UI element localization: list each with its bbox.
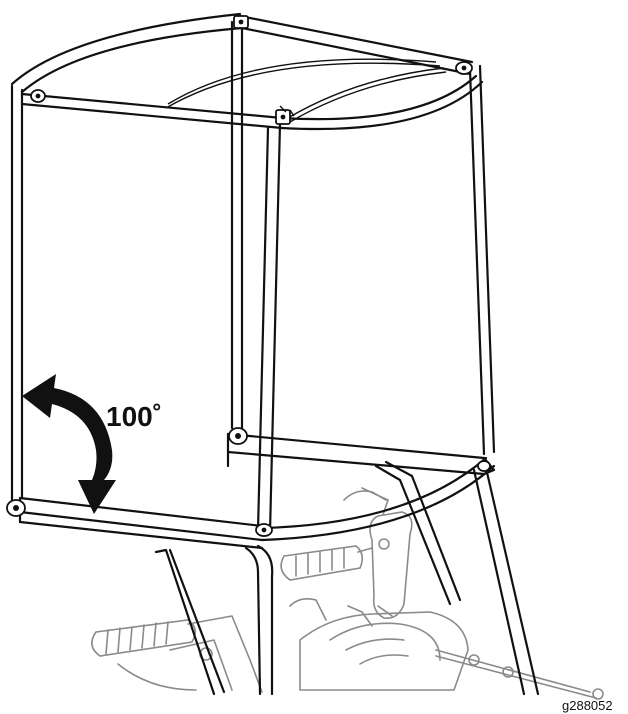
bolt-top-right — [455, 61, 473, 75]
bolt-near-lower — [255, 523, 273, 537]
bolt-right-lower — [477, 460, 491, 472]
figure-id-label: g288052 — [562, 698, 613, 713]
left-handle-grip — [91, 619, 196, 657]
bolt-top-near — [275, 105, 295, 125]
left-handle-bar — [187, 615, 263, 693]
rotation-angle-label: 100˚ — [106, 401, 162, 432]
bolt-top-back — [233, 15, 249, 29]
frame-bolts — [6, 15, 491, 537]
bolt-top-left — [30, 89, 46, 103]
chute-assembly — [299, 611, 469, 691]
rear-crossbar — [226, 432, 496, 476]
lower-side-arc — [260, 456, 496, 542]
bolt-rear-pivot — [228, 427, 248, 445]
bolt-front-pivot — [6, 499, 26, 517]
lower-support-struts — [154, 460, 540, 696]
snowthrower-machine — [91, 487, 604, 700]
upright-posts — [10, 20, 496, 534]
curved-double-arrow-icon — [22, 374, 116, 514]
right-handle-grip — [280, 545, 364, 581]
front-pivot-bar — [18, 496, 264, 550]
control-tower — [369, 511, 413, 620]
canopy-top-frame — [10, 12, 484, 131]
